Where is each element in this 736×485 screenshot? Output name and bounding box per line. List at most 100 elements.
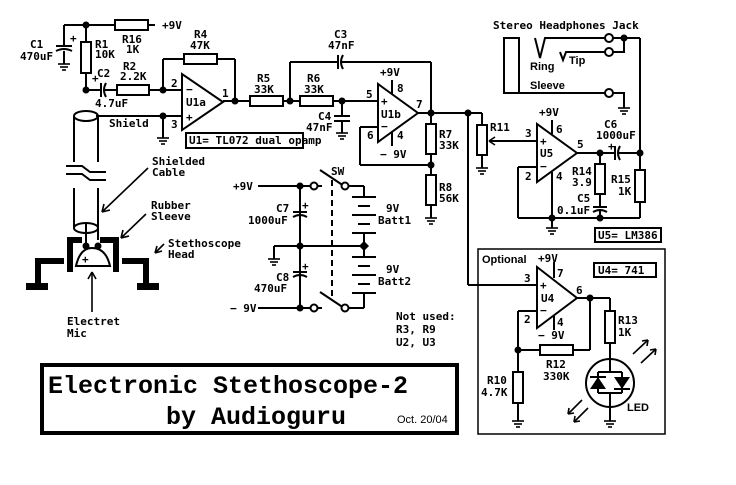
switch-terminal	[309, 303, 319, 313]
capacitor-c2-curve	[103, 82, 107, 98]
supply-label: +9V	[233, 180, 253, 193]
pin-label: 8	[397, 82, 404, 95]
resistor-r12	[539, 344, 574, 356]
switch-terminal	[340, 181, 350, 191]
jack-sleeve-body	[503, 37, 520, 94]
supply-label: +9V	[538, 252, 558, 265]
u4-note: U4= 741	[598, 264, 645, 277]
resistor-r15	[634, 169, 646, 203]
c8-value: 470uF	[254, 282, 287, 295]
capacitor-c1-curve	[55, 48, 73, 52]
batt2-label: Batt2	[378, 275, 411, 288]
rubber-sleeve	[100, 237, 119, 272]
r10-name: R10	[487, 374, 507, 387]
r11-name: R11	[490, 121, 510, 134]
rubber-sleeve-label: Sleeve	[151, 210, 191, 223]
pin-label: 2	[525, 170, 532, 183]
r4-value: 47K	[190, 39, 210, 52]
u4-name: U4	[541, 292, 555, 305]
stethoscope-head	[122, 258, 149, 286]
jack-label: Stereo Headphones Jack	[493, 19, 639, 32]
resistor-r5	[249, 95, 284, 107]
r16-value: 1K	[126, 43, 140, 56]
minus-sign: −	[540, 304, 547, 317]
capacitor-c7-curve	[292, 214, 308, 218]
jack-terminal	[604, 33, 614, 43]
switch-terminal	[309, 181, 319, 191]
r7-name: R7	[439, 128, 452, 141]
pin-label: 2	[524, 313, 531, 326]
wire	[613, 38, 625, 53]
r6-value: 33K	[304, 83, 324, 96]
c6-value: 1000uF	[596, 129, 636, 142]
title-line2: by Audioguru	[166, 403, 346, 432]
u5-note-box	[594, 227, 662, 243]
plus-sign: +	[381, 95, 388, 108]
capacitor-c3-curve	[340, 54, 344, 70]
shield-label: Shield	[109, 117, 149, 130]
plus-sign: +	[82, 253, 89, 266]
arrow-icon	[101, 167, 149, 213]
plus-sign: +	[70, 32, 77, 45]
arrowhead-icon	[120, 229, 130, 239]
capacitor-c5-curve	[592, 209, 608, 213]
capacitor-c8-curve	[292, 274, 308, 278]
light-arrowhead-icon	[641, 339, 649, 347]
c5-value: 0.1uF	[557, 204, 590, 217]
supply-label: +9V	[539, 106, 559, 119]
plus-sign: +	[186, 111, 193, 124]
tip-label: Tip	[569, 55, 586, 67]
optional-label: Optional	[482, 254, 527, 266]
r6-name: R6	[307, 72, 321, 85]
title-date: Oct. 20/04	[397, 414, 448, 426]
supply-label: − 9V	[230, 302, 257, 315]
potentiometer-r11[interactable]	[476, 124, 488, 156]
junction	[82, 242, 90, 250]
r12-value: 330K	[543, 370, 570, 383]
optional-box	[477, 248, 666, 435]
r7-value: 33K	[439, 139, 459, 152]
junction	[94, 242, 102, 250]
jack-terminal	[604, 47, 614, 57]
rubber-sleeve-label: Rubber	[151, 199, 191, 212]
r4-name: R4	[194, 28, 208, 41]
arrow-icon	[120, 213, 147, 239]
r15-value: 1K	[618, 185, 632, 198]
electret-mic-icon	[74, 246, 112, 267]
jack-ring-contact	[534, 37, 606, 59]
arrowhead-icon	[101, 203, 111, 213]
c3-value: 47nF	[328, 39, 355, 52]
arrow-icon	[155, 243, 165, 253]
r15-name: R15	[611, 173, 631, 186]
not-used-ics: U2, U3	[396, 336, 436, 349]
not-used-resistors: R3, R9	[396, 323, 436, 336]
plus-sign: +	[608, 140, 615, 153]
arrowhead-icon	[154, 245, 163, 254]
switch-lever[interactable]	[319, 169, 345, 187]
u4-note-box	[593, 262, 657, 278]
resistor-r14	[594, 163, 606, 195]
light-arrow-icon	[573, 407, 589, 423]
r13-name: R13	[618, 314, 638, 327]
switch-label: SW	[331, 165, 345, 178]
pin-label: 7	[416, 98, 423, 111]
switch-lever[interactable]	[319, 291, 345, 309]
cable-break-icon	[66, 173, 106, 181]
cable-end	[73, 110, 99, 122]
light-arrowhead-icon	[567, 407, 575, 415]
light-arrow-icon	[640, 348, 657, 364]
jack-terminal	[604, 88, 614, 98]
pin-label: 5	[577, 138, 584, 151]
plus-sign: +	[540, 135, 547, 148]
pin-label: 6	[556, 123, 563, 136]
r10-value: 4.7K	[481, 386, 508, 399]
resistor-r10	[512, 371, 524, 404]
c2-value: 4.7uF	[95, 97, 128, 110]
pin-label: 4	[556, 170, 563, 183]
c7-name: C7	[276, 202, 289, 215]
resistor-r2	[116, 84, 150, 96]
jack-tip-contact	[559, 51, 606, 63]
r5-value: 33K	[254, 83, 274, 96]
led-diode-icon	[590, 377, 606, 389]
